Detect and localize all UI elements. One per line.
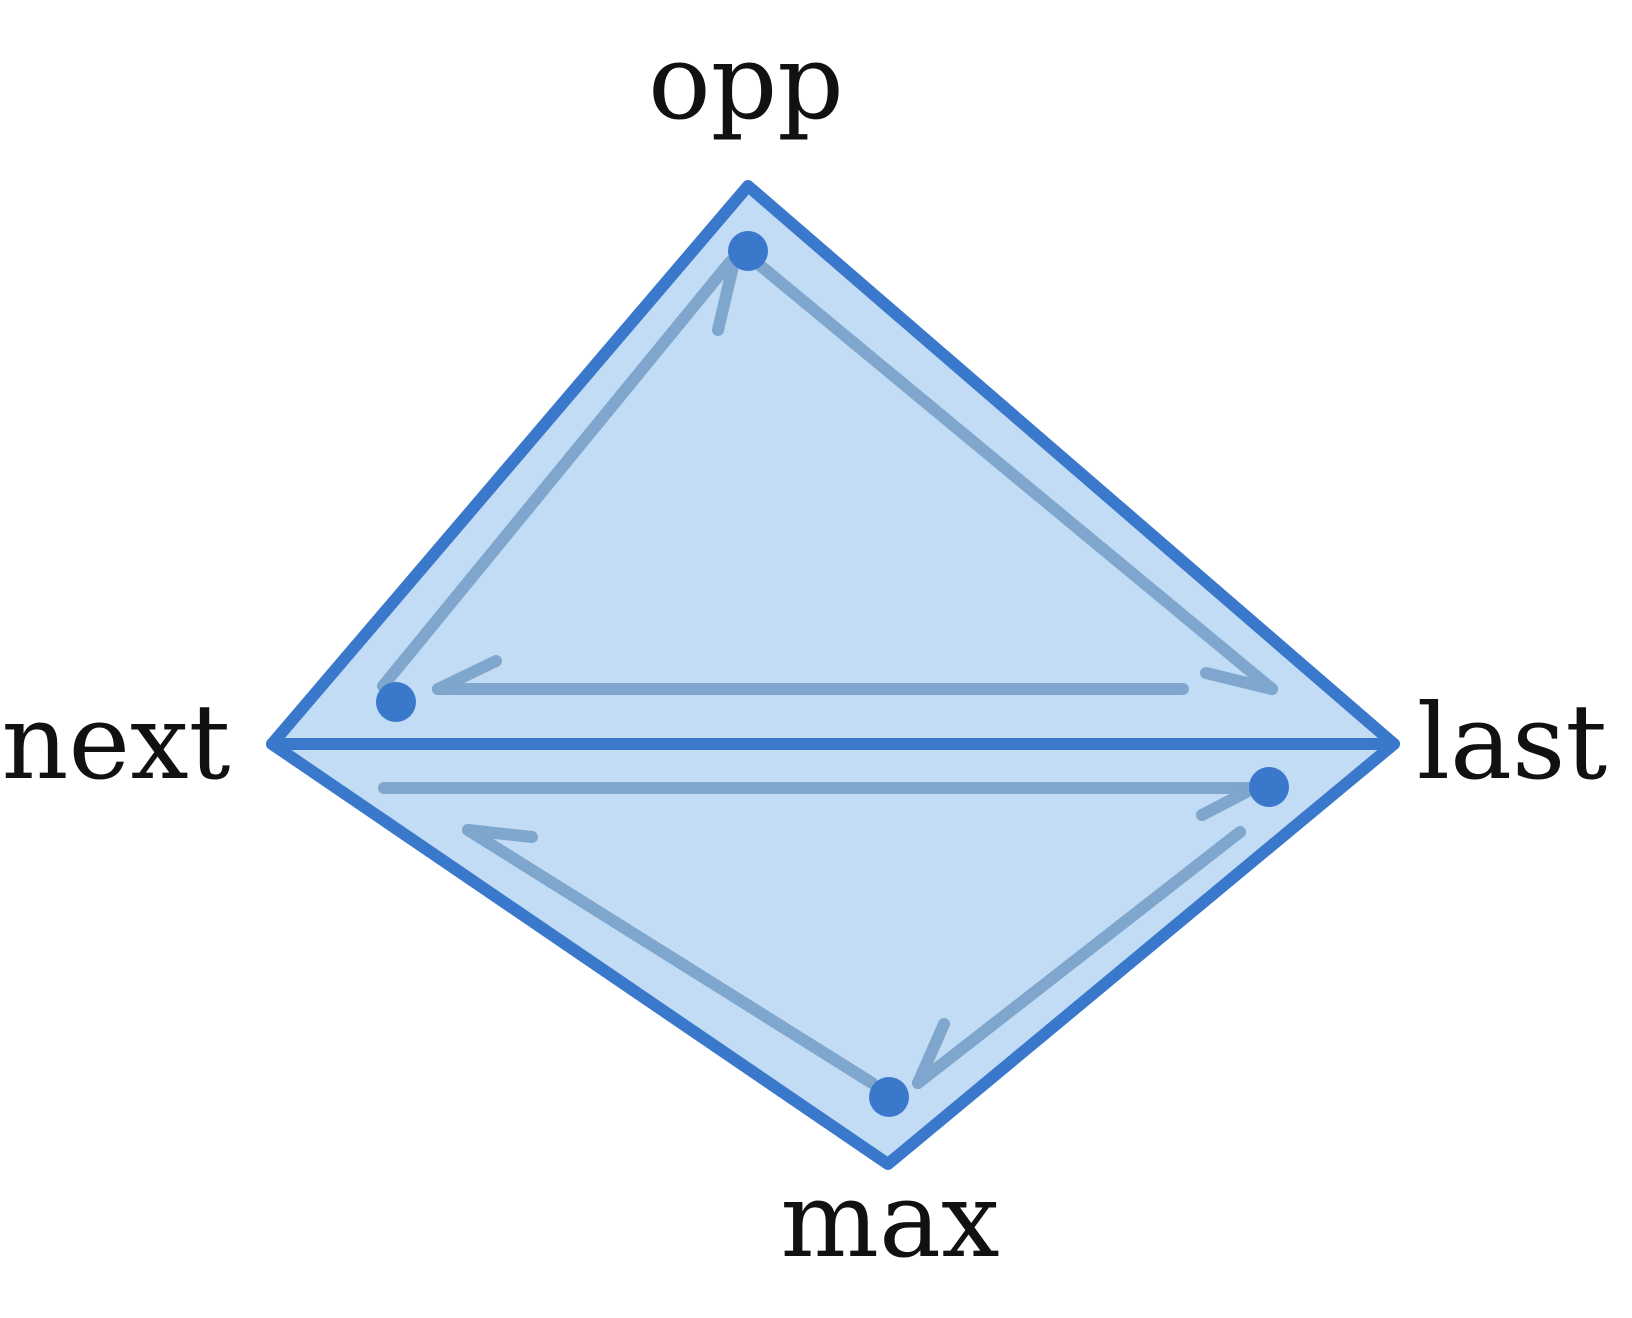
label-opp: opp	[648, 21, 844, 143]
arrowhead-at-opp	[712, 256, 740, 336]
arrowhead-at-last-upper	[1200, 667, 1278, 695]
diamond-shape	[266, 180, 1400, 1170]
label-next: next	[2, 681, 231, 803]
point-last	[1249, 767, 1289, 807]
point-opp	[728, 231, 768, 271]
arrow-max-to-next	[462, 824, 878, 1089]
label-max: max	[780, 1159, 999, 1281]
label-last: last	[1417, 681, 1607, 803]
point-max	[869, 1077, 909, 1117]
arrow-group	[377, 256, 1278, 1089]
point-next	[376, 682, 416, 722]
arrow-last-to-max	[912, 826, 1246, 1089]
arrowhead-at-last-lower	[1196, 782, 1260, 821]
point-group	[376, 231, 1289, 1117]
arrowhead-at-next-lower	[462, 824, 538, 843]
arrowhead-at-next	[432, 655, 502, 695]
arrow-next-to-opp	[377, 256, 736, 692]
arrow-opp-to-last	[750, 256, 1278, 695]
arrowhead-at-max	[912, 1018, 950, 1089]
